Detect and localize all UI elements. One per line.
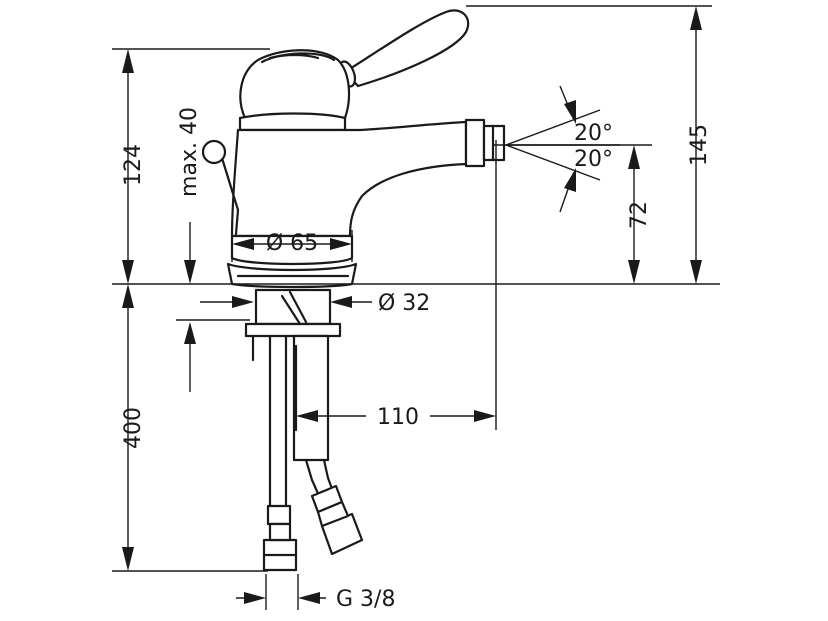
aerator (464, 118, 486, 168)
fixing-plate (244, 322, 342, 338)
popup-rod (220, 156, 240, 236)
shank (254, 288, 332, 326)
main-body (230, 120, 468, 238)
angle-line-down (505, 144, 601, 181)
label-max40: max. 40 (177, 107, 202, 197)
lever-handle (343, 9, 470, 88)
label-d32: Ø 32 (378, 291, 430, 316)
angle-line-up (505, 109, 601, 146)
popup-knob (201, 139, 227, 165)
under-counter-parts (244, 288, 364, 572)
label-d65: Ø 65 (266, 231, 318, 256)
label-400: 400 (121, 407, 146, 449)
dimension-labels: 145 124 max. 40 72 400 Ø 65 Ø 32 110 G 3… (121, 107, 712, 612)
pull-rod (292, 334, 330, 462)
label-72: 72 (627, 201, 652, 229)
label-145: 145 (687, 124, 712, 166)
faucet-body (201, 9, 506, 289)
hose-left (268, 334, 288, 514)
label-g38: G 3/8 (336, 587, 395, 612)
label-124: 124 (121, 144, 146, 186)
cartridge-dome (239, 49, 351, 120)
label-angle-down: 20° (574, 147, 613, 172)
label-110: 110 (377, 405, 419, 430)
dome-base (238, 112, 347, 132)
label-angle-up: 20° (574, 121, 613, 146)
dimension-lines (112, 5, 720, 610)
